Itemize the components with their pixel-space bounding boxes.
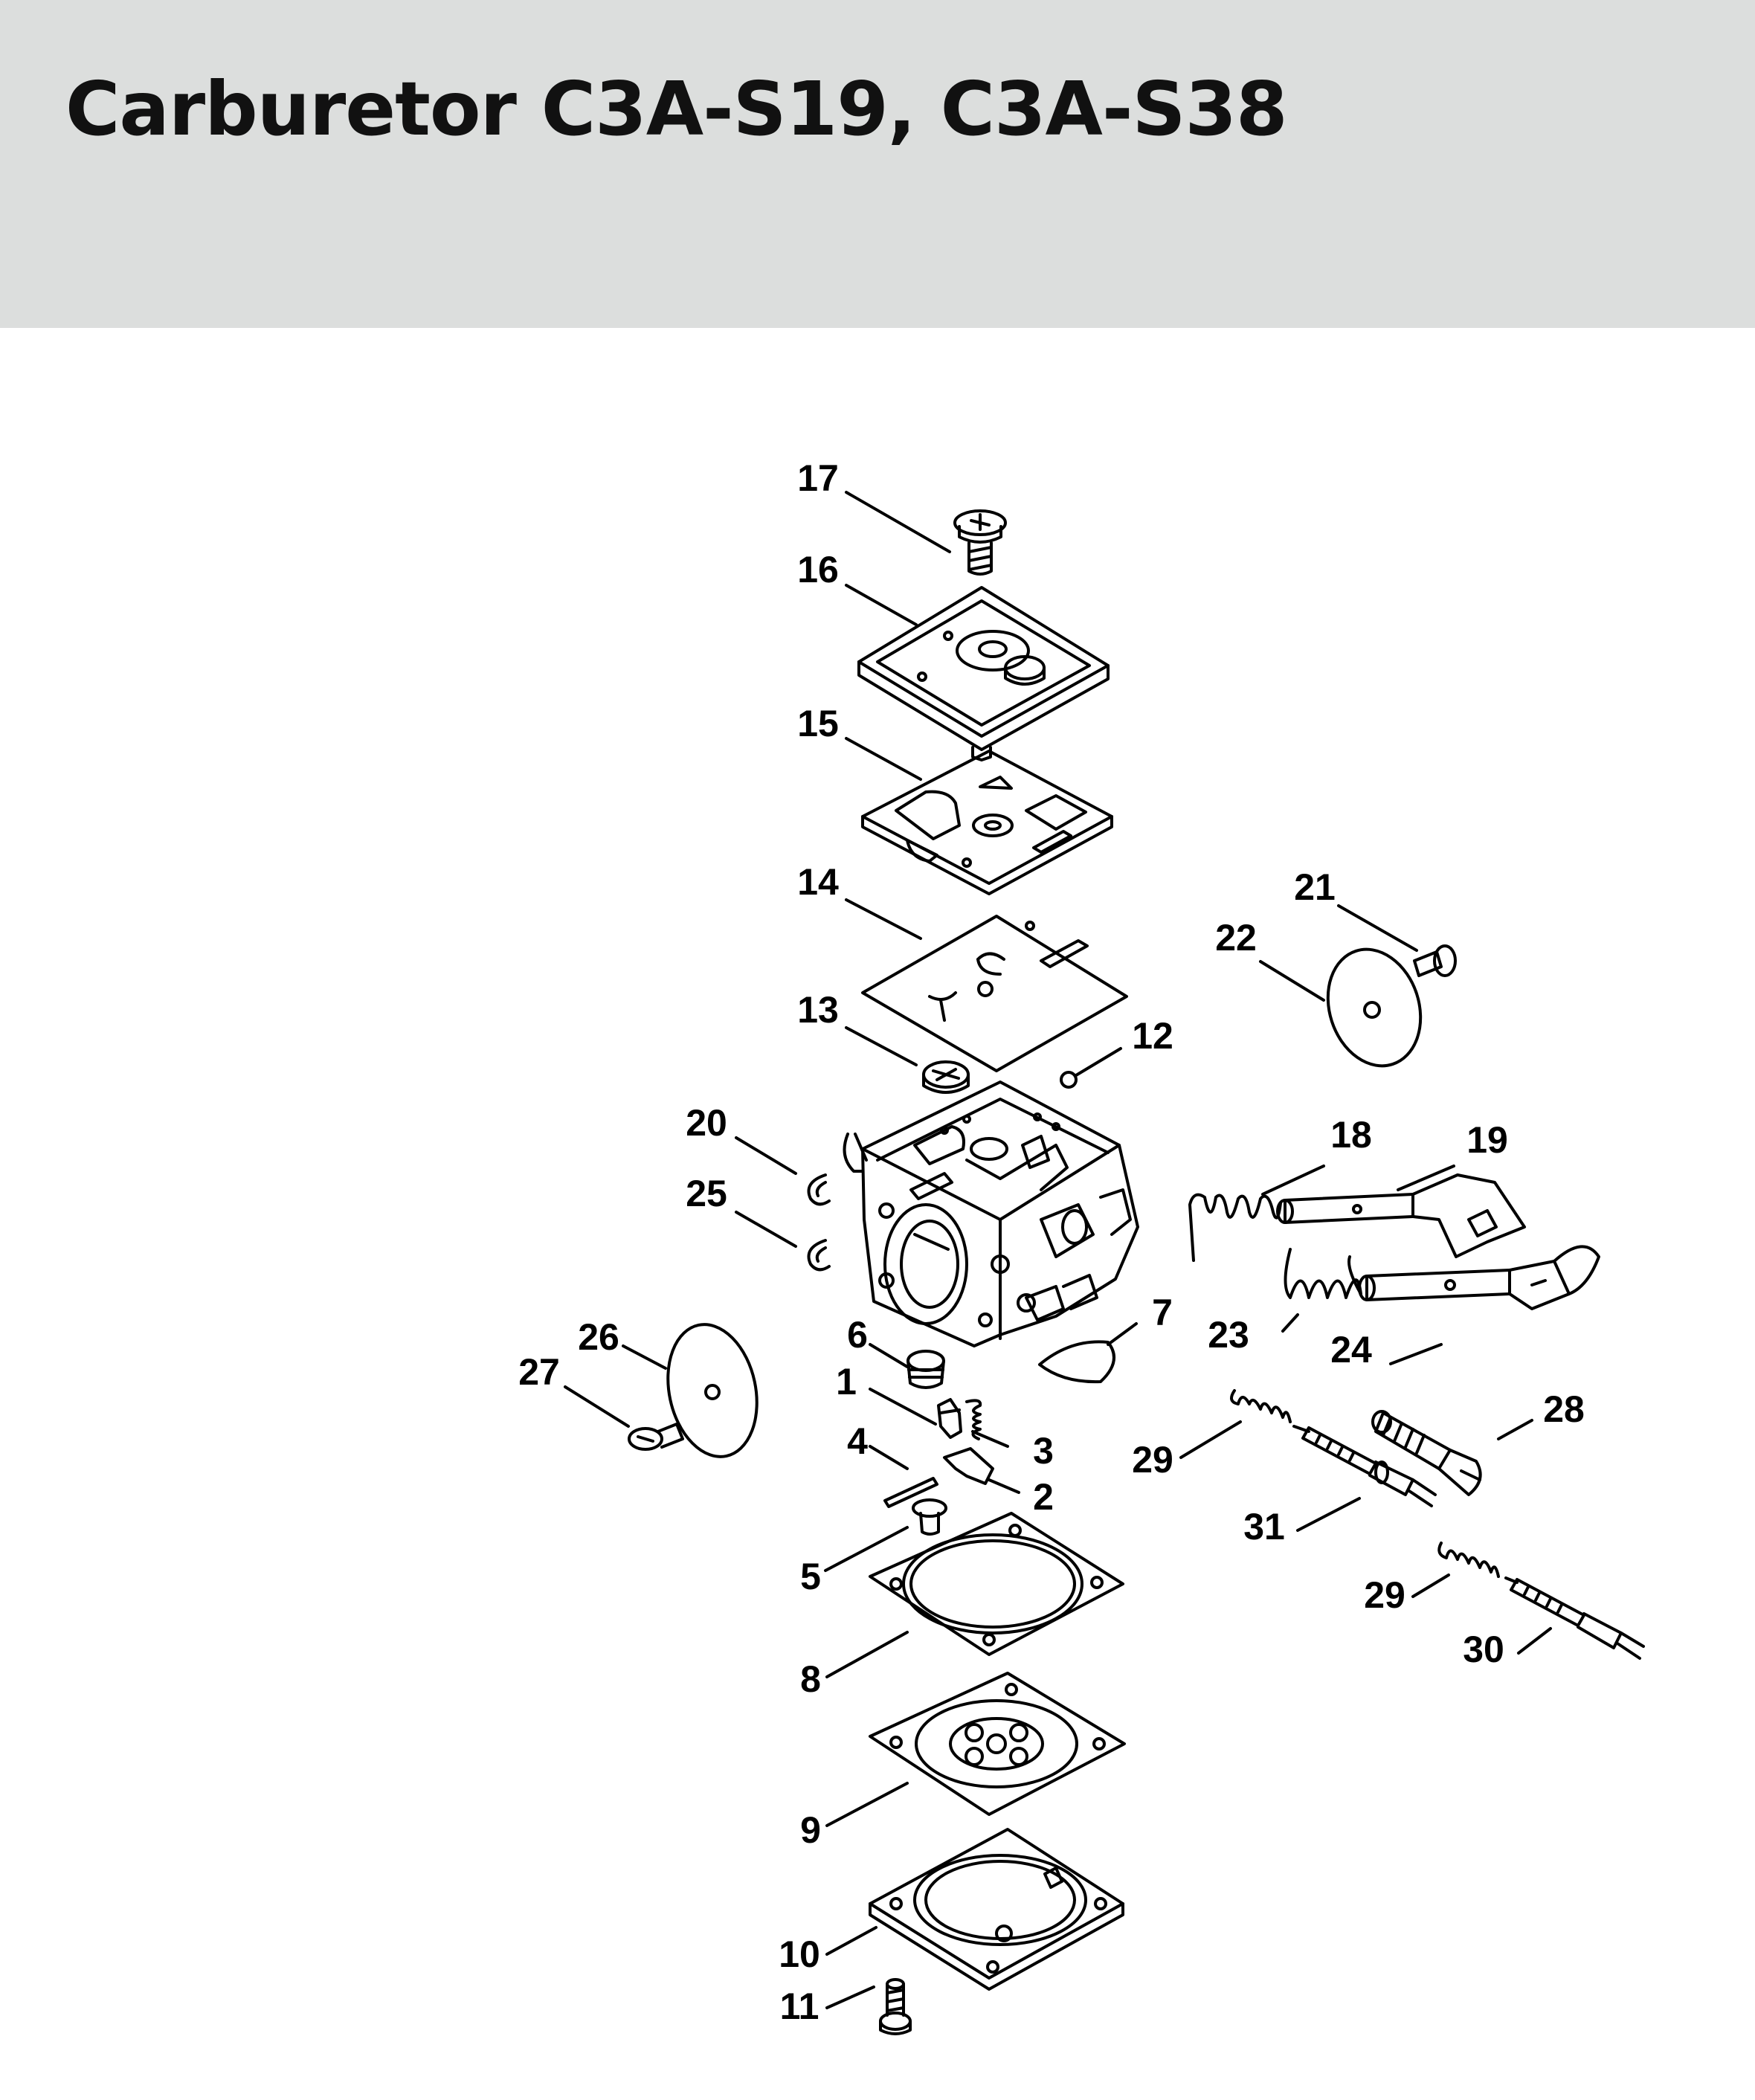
callout-17: 17 [797, 457, 839, 499]
callout-12: 12 [1132, 1015, 1173, 1057]
part-3-spring [965, 1399, 982, 1440]
part-18-torsion-spring [1188, 1193, 1282, 1262]
part-14-pump-diaphragm [861, 915, 1128, 1072]
part-13-fuel-strainer [922, 1060, 970, 1094]
part-7-pad [1038, 1340, 1115, 1384]
callout-11: 11 [780, 1985, 819, 2027]
callout-labels: 1 2 3 4 5 6 7 8 9 10 11 12 13 14 15 16 1… [518, 457, 1585, 2027]
callout-29-upper: 29 [1132, 1439, 1173, 1481]
part-9-metering-diaphragm [869, 1672, 1126, 1816]
callout-3: 3 [1033, 1430, 1054, 1472]
callout-27: 27 [518, 1351, 560, 1393]
part-5-screw [912, 1498, 947, 1536]
callout-30: 30 [1463, 1629, 1504, 1670]
part-31-adjusting-screw [1292, 1425, 1437, 1507]
callout-4: 4 [847, 1420, 868, 1462]
part-8-metering-gasket [869, 1512, 1124, 1656]
part-10-metering-cover [869, 1828, 1124, 1991]
callout-21: 21 [1294, 866, 1336, 908]
callout-8: 8 [800, 1658, 821, 1700]
callout-9: 9 [800, 1809, 821, 1851]
callout-16: 16 [797, 549, 839, 590]
leader-lines [564, 491, 1552, 2009]
callout-28: 28 [1543, 1388, 1585, 1430]
callout-13: 13 [797, 989, 839, 1031]
callout-20: 20 [686, 1102, 727, 1144]
callout-19: 19 [1466, 1119, 1508, 1161]
part-29-spring-lower [1437, 1542, 1500, 1578]
part-22-valve-disc [1326, 947, 1423, 1068]
callout-26: 26 [578, 1316, 619, 1358]
part-21-screw [1413, 944, 1457, 977]
callout-24: 24 [1330, 1329, 1372, 1371]
callout-31: 31 [1243, 1506, 1285, 1547]
callout-25: 25 [686, 1173, 727, 1214]
callout-10: 10 [779, 1933, 820, 1975]
part-23-torsion-spring [1284, 1248, 1362, 1299]
part-11-screw [879, 1978, 912, 2035]
part-4-spindle [883, 1477, 938, 1508]
part-2-inlet-lever [943, 1447, 994, 1485]
page-title: Carburetor C3A-S19, C3A-S38 [65, 65, 1288, 152]
callout-18: 18 [1330, 1114, 1372, 1156]
part-20-e-clip [807, 1173, 831, 1206]
carburetor-body [843, 1080, 1139, 1347]
callout-6: 6 [847, 1314, 868, 1356]
header-banner: Carburetor C3A-S19, C3A-S38 [0, 0, 1755, 328]
part-19-choke-shaft [1276, 1173, 1526, 1258]
callout-5: 5 [800, 1556, 821, 1597]
part-24-throttle-shaft [1358, 1245, 1600, 1310]
part-12-ball [1060, 1071, 1078, 1089]
part-30-adjusting-screw [1504, 1576, 1645, 1660]
part-1-inlet-needle [937, 1398, 962, 1439]
part-25-e-clip [807, 1239, 831, 1272]
part-6-fitting [907, 1350, 945, 1389]
callout-29-lower: 29 [1364, 1574, 1405, 1616]
part-17-screw [953, 509, 1007, 576]
part-15-pump-gasket [861, 750, 1113, 895]
callout-2: 2 [1033, 1476, 1054, 1518]
callout-7: 7 [1152, 1292, 1173, 1333]
callout-14: 14 [797, 861, 839, 903]
part-29-spring-upper [1230, 1389, 1292, 1423]
part-26-valve-disc [666, 1323, 759, 1458]
part-27-screw [628, 1423, 684, 1451]
callout-22: 22 [1215, 917, 1257, 959]
callout-15: 15 [797, 703, 839, 744]
part-28-adjusting-screw [1371, 1410, 1482, 1496]
callout-23: 23 [1208, 1314, 1249, 1356]
part-16-pump-cover [857, 586, 1110, 761]
callout-1: 1 [836, 1361, 857, 1402]
